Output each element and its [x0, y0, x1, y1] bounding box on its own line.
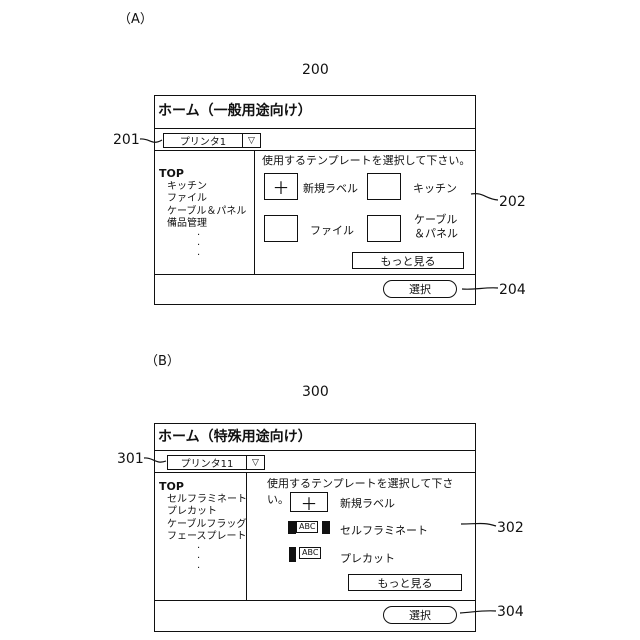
select-ref-leader-b — [460, 611, 496, 613]
printer-ref-leader-a — [140, 139, 162, 142]
templates-ref-leader-a — [471, 194, 498, 200]
select-ref-leader-a — [462, 288, 498, 289]
printer-ref-leader-b — [144, 458, 166, 462]
templates-ref-leader-b — [461, 524, 496, 527]
